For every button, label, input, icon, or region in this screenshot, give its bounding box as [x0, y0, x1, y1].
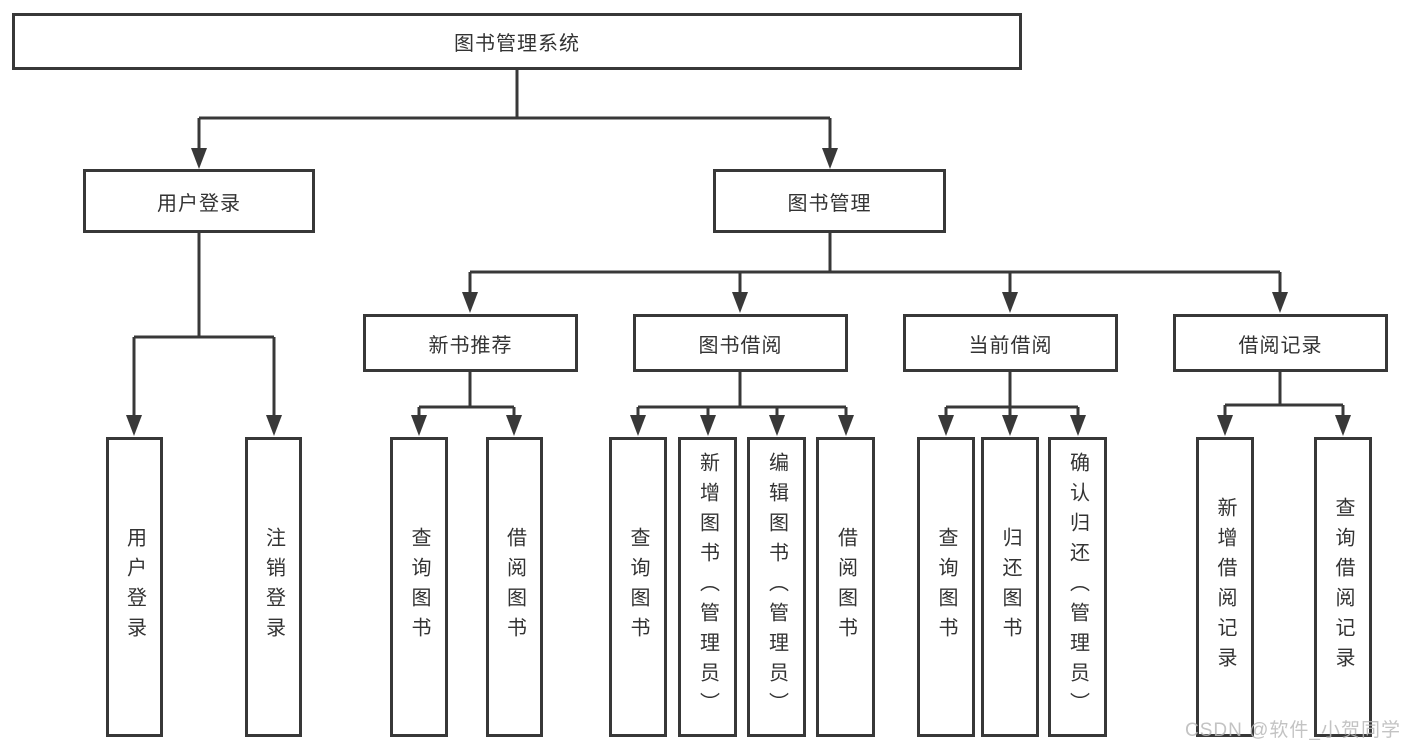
leaf-query-borrow-record-label: 查询借阅记录	[1332, 497, 1354, 677]
leaf-query-books-3: 查询图书	[917, 437, 975, 737]
leaf-return-books: 归还图书	[981, 437, 1039, 737]
node-book-borrowing-label: 图书借阅	[698, 334, 783, 357]
node-borrowing-records-label: 借阅记录	[1238, 334, 1323, 357]
leaf-borrow-books-1: 借阅图书	[486, 437, 543, 737]
leaf-query-books-1-label: 查询图书	[408, 527, 430, 647]
leaf-add-books-admin: 新增图书（管理员）	[678, 437, 737, 737]
leaf-query-borrow-record: 查询借阅记录	[1314, 437, 1372, 737]
node-current-borrowing-label: 当前借阅	[968, 334, 1053, 357]
leaf-logout-label: 注销登录	[262, 527, 285, 647]
leaf-query-books-3-label: 查询图书	[935, 527, 957, 647]
node-root: 图书管理系统	[12, 13, 1022, 70]
leaf-return-books-label: 归还图书	[999, 527, 1021, 647]
leaf-query-books-2: 查询图书	[609, 437, 667, 737]
leaf-add-books-admin-label: 新增图书（管理员）	[696, 452, 719, 722]
node-book-management: 图书管理	[713, 169, 946, 233]
watermark: CSDN @软件_小贺同学	[1185, 720, 1401, 741]
leaf-user-login-label: 用户登录	[123, 527, 146, 647]
node-book-borrowing: 图书借阅	[633, 314, 848, 372]
leaf-borrow-books-2: 借阅图书	[816, 437, 875, 737]
node-book-management-label: 图书管理	[787, 192, 872, 215]
node-root-label: 图书管理系统	[454, 33, 580, 55]
leaf-borrow-books-1-label: 借阅图书	[503, 527, 526, 647]
node-new-book-recommend: 新书推荐	[363, 314, 578, 372]
leaf-borrow-books-2-label: 借阅图书	[834, 527, 857, 647]
node-current-borrowing: 当前借阅	[903, 314, 1118, 372]
leaf-confirm-return-admin-label: 确认归还（管理员）	[1066, 452, 1089, 722]
node-user-login: 用户登录	[83, 169, 315, 233]
node-user-login-label: 用户登录	[157, 192, 241, 215]
leaf-logout: 注销登录	[245, 437, 302, 737]
leaf-user-login: 用户登录	[106, 437, 163, 737]
node-new-book-recommend-label: 新书推荐	[428, 334, 513, 357]
leaf-edit-books-admin-label: 编辑图书（管理员）	[765, 452, 788, 722]
leaf-add-borrow-record-label: 新增借阅记录	[1214, 497, 1236, 677]
leaf-edit-books-admin: 编辑图书（管理员）	[747, 437, 806, 737]
leaf-add-borrow-record: 新增借阅记录	[1196, 437, 1254, 737]
leaf-query-books-1: 查询图书	[390, 437, 448, 737]
leaf-confirm-return-admin: 确认归还（管理员）	[1048, 437, 1107, 737]
node-borrowing-records: 借阅记录	[1173, 314, 1388, 372]
leaf-query-books-2-label: 查询图书	[627, 527, 649, 647]
